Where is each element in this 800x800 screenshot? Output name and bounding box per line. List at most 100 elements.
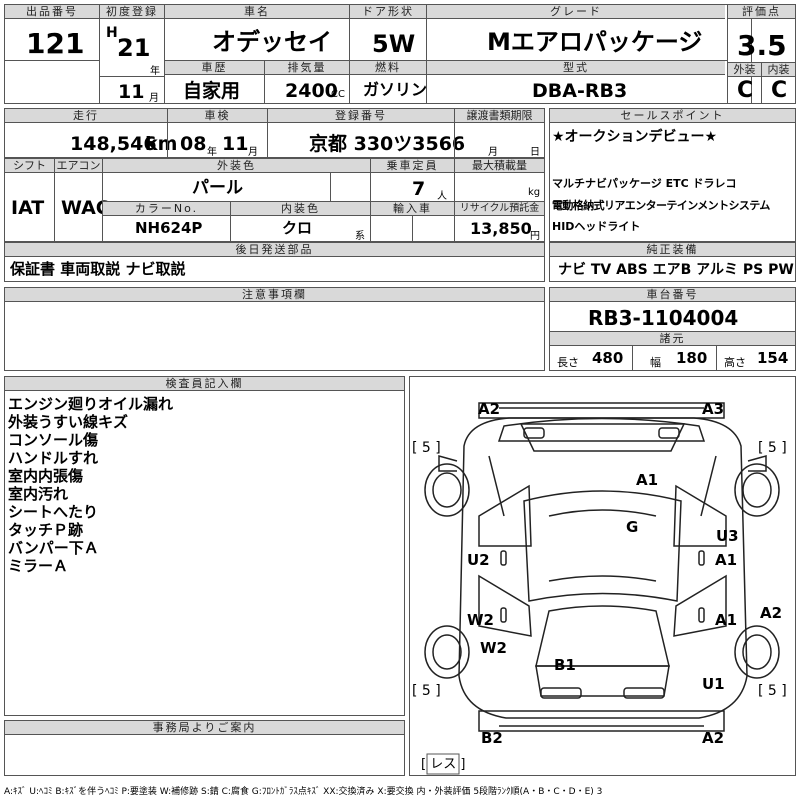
- fuel-value: ガソリン: [363, 80, 428, 99]
- spec-length: 480: [592, 349, 624, 367]
- mark-b1-tailgate: B1: [554, 656, 576, 674]
- inspector-note: ハンドルすれ: [8, 449, 99, 467]
- int-grade-label: 内装: [762, 63, 795, 77]
- capacity-label: 乗車定員: [371, 159, 454, 173]
- sales-point-label: セールスポイント: [550, 109, 795, 123]
- row3-table: [4, 158, 545, 242]
- import-label: 輸入車: [371, 202, 454, 216]
- plate-value: 京都 330ツ3566: [309, 133, 466, 155]
- shift-label: シフト: [5, 159, 54, 173]
- caution-box: [4, 287, 545, 371]
- int-color-label: 内装色: [231, 202, 370, 216]
- mark-a3-front-right: A3: [702, 400, 725, 418]
- spec-width: 180: [676, 349, 708, 367]
- mark-a1-hood: A1: [636, 471, 659, 489]
- row2-table: [4, 108, 545, 158]
- inspector-label: 検査員記入欄: [5, 377, 404, 391]
- mark-a1-right-front-door: A1: [715, 551, 738, 569]
- car-name-label: 車名: [165, 5, 349, 19]
- caution-label: 注意事項欄: [5, 288, 544, 302]
- mark-w2-left-rear-door: W2: [467, 611, 494, 629]
- ext-grade: C: [737, 78, 754, 103]
- sales-line-1: ★オークションデビュー★: [552, 129, 718, 145]
- sales-line-4: HIDヘッドライト: [552, 220, 641, 233]
- plate-label: 登録番号: [268, 109, 454, 123]
- inspection-month: 11: [222, 133, 249, 155]
- tire-tread-front-left: [ 5 ]: [412, 440, 441, 456]
- score-value: 3.5: [737, 29, 787, 62]
- tire-tread-front-right: [ 5 ]: [758, 440, 787, 456]
- load-label: 最大積載量: [455, 159, 544, 173]
- displacement-value: 2400: [285, 80, 338, 102]
- later-parts-label: 後日発送部品: [5, 243, 544, 257]
- grade-label: グレード: [427, 5, 725, 19]
- reg-era: H: [106, 25, 118, 41]
- history-value: 自家用: [183, 80, 241, 102]
- damage-diagram-box: [409, 376, 796, 776]
- inspector-note: 外装うすい線キズ: [8, 413, 129, 431]
- mark-a1-right-rear-door: A1: [715, 611, 738, 629]
- legend: A:ｷｽﾞ U:ﾍｺﾐ B:ｷｽﾞを伴うﾍｺﾐ P:要塗装 W:補修跡 S:錆 …: [4, 787, 603, 797]
- mark-a2-right-rear: A2: [760, 604, 783, 622]
- inspector-note: 室内内張傷: [8, 467, 84, 485]
- history-label: 車歴: [165, 61, 264, 75]
- color-no-value: NH624P: [135, 219, 203, 237]
- inspector-note: タッチＰ跡: [8, 521, 84, 539]
- mark-u1-right-rear: U1: [702, 675, 725, 693]
- reg-month: 11: [118, 81, 145, 103]
- office-label: 事務局よりご案内: [5, 721, 404, 735]
- tire-tread-rear-left: [ 5 ]: [412, 683, 441, 699]
- recycle-value: 13,850: [470, 219, 532, 238]
- car-name: オデッセイ: [212, 28, 332, 56]
- equipment-items: ナビ TV ABS エアB アルミ PS PW: [558, 262, 794, 278]
- int-grade: C: [771, 78, 788, 103]
- sales-line-2: マルチナビパッケージ ETC ドラレコ: [552, 177, 737, 190]
- grade-value: Mエアロパッケージ: [487, 28, 703, 56]
- color-label: 外装色: [103, 159, 370, 173]
- spare-tire: [ レス ]: [421, 757, 466, 772]
- doors-value: 5W: [372, 30, 416, 58]
- mark-a2-rear-right: A2: [702, 729, 725, 747]
- inspector-notes: エンジン廻りオイル漏れ外装うすい線キズコンソール傷ハンドルすれ室内内張傷室内汚れ…: [8, 395, 173, 575]
- lot-number: 121: [26, 27, 85, 60]
- sales-line-3: 電動格納式リアエンターテインメントシステム: [552, 199, 770, 212]
- chassis-value: RB3-1104004: [588, 306, 739, 330]
- mark-u3-right-front-door: U3: [716, 527, 739, 545]
- inspector-note: シートへたり: [8, 503, 99, 521]
- office-box: [4, 720, 405, 776]
- inspector-note: 室内汚れ: [8, 485, 69, 503]
- mark-b2-rear-left: B2: [481, 729, 503, 747]
- header-table: [4, 4, 752, 104]
- inspection-year: 08: [180, 133, 207, 155]
- equipment-label: 純正装備: [550, 243, 795, 257]
- mark-g-windshield: G: [626, 518, 639, 536]
- inspector-note: ミラーＡ: [8, 557, 69, 575]
- specs-label: 諸元: [550, 332, 795, 346]
- chassis-box: [549, 287, 796, 371]
- color-value: パール: [192, 178, 243, 198]
- mileage-value: 148,546: [70, 133, 157, 155]
- inspector-note: コンソール傷: [8, 431, 99, 449]
- equipment-box: [549, 242, 796, 282]
- mark-u2-left-front-door: U2: [467, 551, 490, 569]
- mark-w2-left-rear: W2: [480, 639, 507, 657]
- ac-label: エアコン: [55, 159, 102, 173]
- sales-point-box: [549, 108, 796, 242]
- spec-height: 154: [757, 349, 789, 367]
- reg-label: 初度登録: [100, 5, 164, 19]
- fuel-label: 燃料: [350, 61, 426, 75]
- later-parts-box: [4, 242, 545, 282]
- shift-value: IAT: [11, 197, 45, 219]
- inspector-box: [4, 376, 405, 716]
- later-parts-text: 保証書 車両取説 ナビ取説: [10, 260, 186, 278]
- inspector-note: バンパー下Ａ: [8, 539, 99, 557]
- inspector-note: エンジン廻りオイル漏れ: [8, 395, 174, 413]
- model-value: DBA-RB3: [532, 80, 628, 102]
- chassis-label: 車台番号: [550, 288, 795, 302]
- lot-label: 出品番号: [5, 5, 99, 19]
- int-color-value: クロ: [282, 219, 313, 237]
- ac-value: WAC: [61, 197, 110, 219]
- recycle-label: リサイクル預託金: [455, 202, 544, 216]
- score-box: [727, 4, 796, 104]
- mark-a2-front-left: A2: [478, 400, 501, 418]
